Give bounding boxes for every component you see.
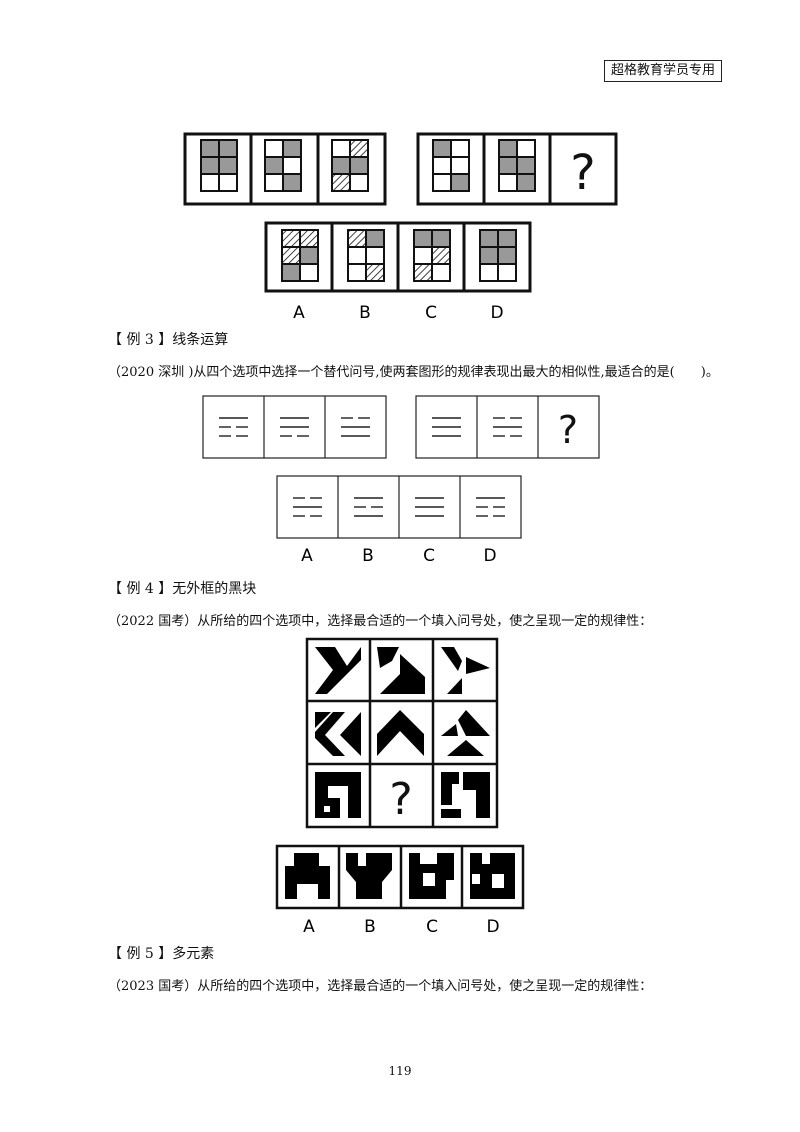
figure1-option-label-c: C <box>425 303 437 323</box>
figure1-option-label-a: A <box>293 303 305 323</box>
figure1-option-d <box>479 229 517 282</box>
example4-question-mark: ? <box>389 774 412 825</box>
example4-question: （2022 国考）从所给的四个选项中，选择最合适的一个填入问号处，使之呈现一定的… <box>108 614 653 629</box>
example3-option-lines <box>293 497 505 517</box>
figure1-option-c <box>413 229 451 282</box>
example3-panel-lines <box>219 417 522 437</box>
figure1-panel-5 <box>498 139 536 192</box>
example3-heading: 【 例 3 】线条运算 <box>108 332 229 348</box>
figure1-option-a <box>281 229 319 282</box>
example3-question-mark: ? <box>558 408 578 452</box>
figure1-question-mark: ? <box>570 145 595 201</box>
example3-question: （2020 深圳 )从四个选项中选择一个替代问号,使两套图形的规律表现出最大的相… <box>108 365 719 380</box>
watermark-stamp: 超格教育学员专用 <box>604 60 722 82</box>
figure1-option-label-b: B <box>359 303 371 323</box>
example3-option-label-b: B <box>362 546 374 566</box>
example4-option-shapes <box>285 853 515 899</box>
example3-option-label-d: D <box>483 546 496 566</box>
figure1-panel-2 <box>264 139 302 192</box>
example4-options <box>275 844 525 910</box>
example4-option-label-d: D <box>486 917 499 937</box>
example4-option-label-a: A <box>303 917 315 937</box>
example4-heading: 【 例 4 】无外框的黑块 <box>108 581 257 597</box>
example4-grid <box>305 637 499 829</box>
example3-question-row <box>202 395 600 459</box>
example3-option-label-c: C <box>423 546 435 566</box>
example4-option-label-c: C <box>426 917 438 937</box>
figure1-option-label-d: D <box>490 303 503 323</box>
example5-heading: 【 例 5 】多元素 <box>108 946 215 962</box>
page-number: 119 <box>388 1064 412 1078</box>
example4-option-label-b: B <box>364 917 376 937</box>
figure1-panel-4 <box>432 139 470 192</box>
figure1-question-row <box>183 132 618 206</box>
figure1-option-b <box>347 229 385 282</box>
example3-option-label-a: A <box>301 546 313 566</box>
figure1-panel-1 <box>200 139 238 192</box>
figure1-panel-3 <box>331 139 369 192</box>
example3-options <box>276 475 522 539</box>
example4-shapes <box>315 647 490 818</box>
example5-question: （2023 国考）从所给的四个选项中，选择最合适的一个填入问号处，使之呈现一定的… <box>108 979 653 994</box>
figure1-options <box>264 221 532 293</box>
